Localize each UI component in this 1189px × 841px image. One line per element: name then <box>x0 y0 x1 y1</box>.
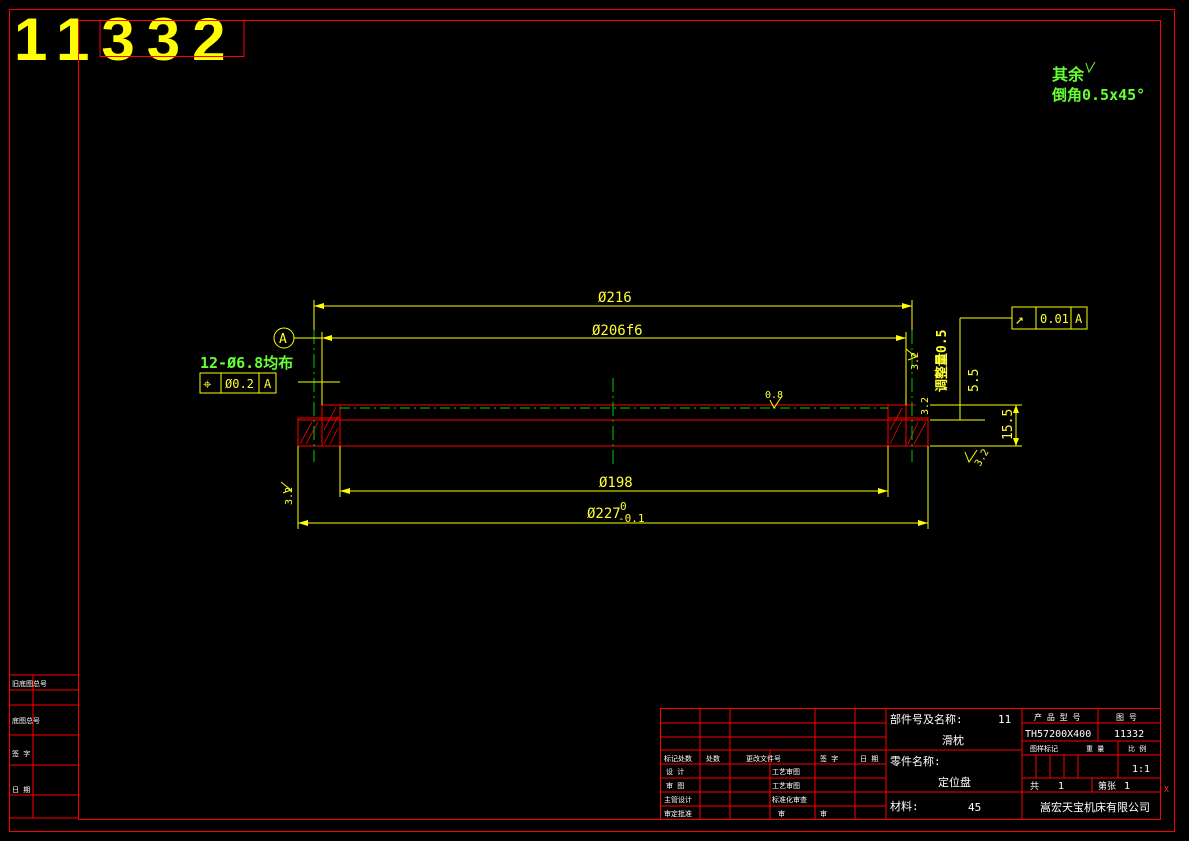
dim-adjust: 调整量0.5 <box>934 330 950 392</box>
scale-value: 1:1 <box>1132 764 1150 775</box>
title-block-grid <box>660 708 1161 820</box>
assembly-number: 11 <box>998 713 1011 726</box>
left-strip <box>9 674 78 819</box>
datum-a-label: A <box>279 332 287 347</box>
position-tolerance-datum: A <box>264 377 272 391</box>
corner-stamp-box <box>99 20 245 57</box>
change-header-4: 签 字 <box>820 754 838 763</box>
hatching <box>299 406 927 445</box>
drawing-number-overlay: 11332 <box>14 6 238 73</box>
scale-label: 比 例 <box>1128 744 1146 753</box>
sign-row-1-a: 设 计 <box>666 767 684 776</box>
part-name: 定位盘 <box>938 775 971 789</box>
total-value: 1 <box>1058 781 1064 792</box>
part-label: 零件名称: <box>890 754 941 768</box>
dim-h55: 5.5 <box>967 369 982 392</box>
change-header-2: 处数 <box>706 754 720 763</box>
runout-tolerance-datum: A <box>1075 312 1083 326</box>
sign-row-1-c: 工艺审图 <box>772 767 800 776</box>
material-value: 45 <box>968 801 981 814</box>
dim-d206: Ø206f6 <box>592 323 643 339</box>
drawing-number-label: 图 号 <box>1116 713 1137 722</box>
sign-row-4-c: 审 <box>778 809 785 818</box>
dim-d198: Ø198 <box>599 475 633 491</box>
weight-label: 重 量 <box>1086 745 1104 753</box>
position-tolerance-frame <box>199 372 277 394</box>
roughness-32-left: 3.2 <box>284 487 295 505</box>
dimension-lines <box>297 300 1022 529</box>
product-model-label: 产 品 型 号 <box>1034 712 1080 722</box>
sign-row-3-c: 标准化审查 <box>772 795 807 804</box>
left-strip-label-4: 日 期 <box>12 786 30 794</box>
roughness-32-mid: 3.2 <box>920 397 931 415</box>
assembly-name: 滑枕 <box>942 733 964 747</box>
sign-row-3-a: 主管设计 <box>664 795 692 804</box>
sign-row-4-a: 审定批准 <box>664 809 692 818</box>
company-name: 嵩宏天宝机床有限公司 <box>1040 800 1150 814</box>
position-tolerance-symbol: ⌖ <box>203 375 212 393</box>
runout-tolerance-frame <box>1011 306 1088 330</box>
product-model: TH57200X400 <box>1025 729 1091 740</box>
position-tolerance-value: Ø0.2 <box>225 377 254 391</box>
roughness-08: 0.8 <box>765 390 783 401</box>
sign-row-4-d: 审 <box>820 809 827 818</box>
change-header-5: 日 期 <box>860 755 878 763</box>
sheet-label: 第张 <box>1098 780 1116 792</box>
sign-row-2-a: 审 图 <box>666 781 684 790</box>
left-strip-label-3: 签 字 <box>12 749 30 758</box>
note-line-2: 倒角0.5x45° <box>1051 86 1145 104</box>
roughness-32-bottom: 3.2 <box>973 447 992 468</box>
assembly-label: 部件号及名称: <box>890 712 963 726</box>
sign-row-2-c: 工艺审图 <box>772 781 800 790</box>
dim-d227: Ø227 <box>587 506 621 522</box>
hole-spec: 12-Ø6.8均布 <box>200 354 293 372</box>
dimension-arrows <box>298 303 1019 526</box>
left-strip-label-2: 底图总号 <box>12 716 40 725</box>
note-roughness-symbol <box>1085 61 1096 74</box>
note-line-1: 其余 <box>1052 65 1085 84</box>
drawing-number: 11332 <box>1114 729 1144 740</box>
mark-label: 图样标记 <box>1030 744 1058 753</box>
dim-d227-upper: 0 <box>620 500 627 513</box>
dim-d216: Ø216 <box>598 290 632 306</box>
runout-tolerance-value: 0.01 <box>1040 312 1069 326</box>
change-header-1: 标记处数 <box>664 754 692 763</box>
roughness-32-top: 3.2 <box>910 352 921 370</box>
outer-frame <box>9 9 1175 832</box>
dim-h155: 15.5 <box>1001 409 1016 440</box>
left-strip-label-1: 旧底图总号 <box>12 679 47 688</box>
dim-d227-lower: -0.1 <box>618 512 645 525</box>
material-label: 材料: <box>890 799 919 813</box>
total-label: 共 <box>1030 781 1039 792</box>
runout-tolerance-symbol: ↗ <box>1015 310 1024 328</box>
roughness-symbols <box>280 348 978 494</box>
inner-frame <box>78 20 1161 820</box>
sheet-value: 1 <box>1124 781 1130 792</box>
change-header-3: 更改文件号 <box>746 754 781 763</box>
side-mark: X <box>1164 785 1169 794</box>
